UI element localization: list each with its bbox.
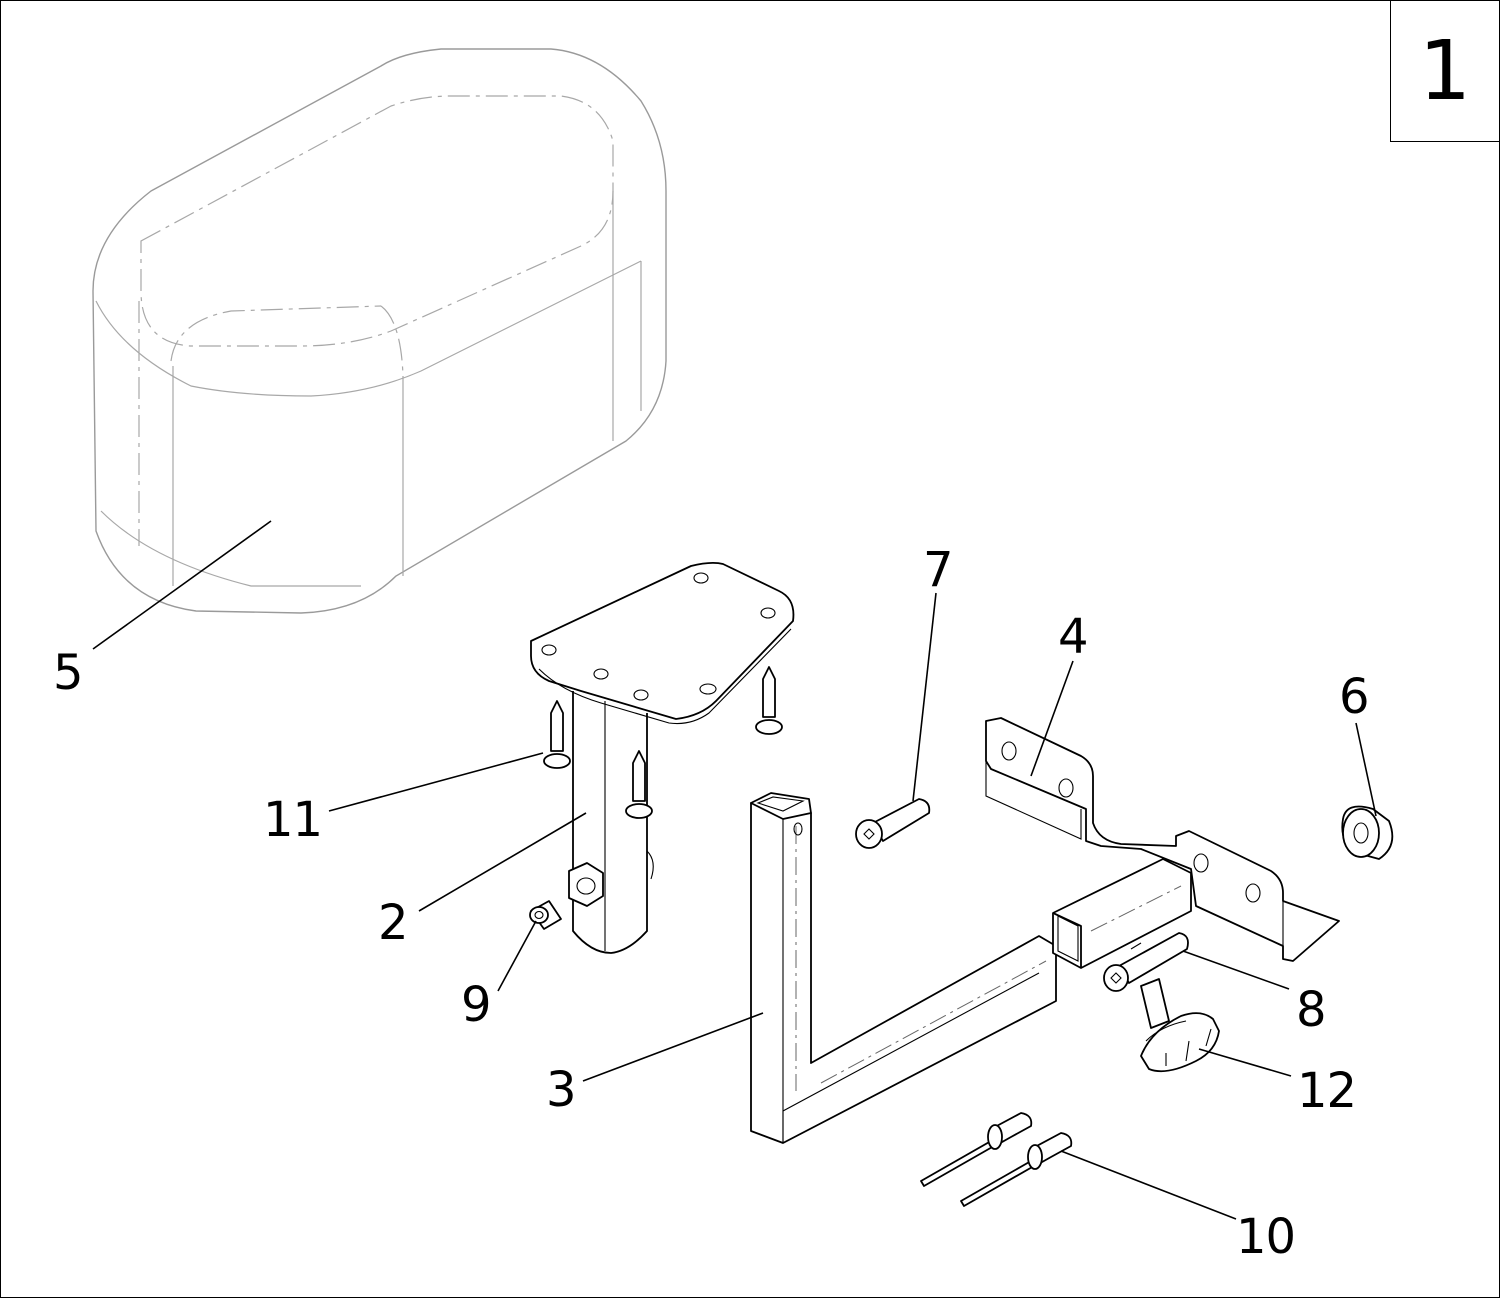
callout-12: 12 bbox=[1297, 1063, 1356, 1119]
sheet-number: 1 bbox=[1418, 23, 1472, 119]
part-9-spacer bbox=[529, 900, 562, 930]
part-11-rivets bbox=[543, 666, 783, 819]
callout-7: 7 bbox=[923, 542, 953, 598]
part-4-receiver-bracket bbox=[985, 717, 1340, 969]
callout-9: 9 bbox=[461, 977, 491, 1033]
part-2-mounting-bracket bbox=[530, 561, 795, 954]
part-5-headrest-cushion bbox=[92, 48, 667, 614]
callout-4: 4 bbox=[1058, 609, 1088, 665]
part-6-washer bbox=[1341, 805, 1394, 860]
callout-3: 3 bbox=[546, 1062, 576, 1118]
sheet-number-box: 1 bbox=[1390, 1, 1499, 142]
callout-8: 8 bbox=[1296, 982, 1326, 1038]
part-7-bolt bbox=[855, 798, 931, 849]
callout-6: 6 bbox=[1339, 669, 1369, 725]
part-10-blind-rivets bbox=[920, 1112, 1073, 1207]
callout-2: 2 bbox=[378, 895, 408, 951]
callout-10: 10 bbox=[1236, 1209, 1295, 1265]
part-3-l-tube bbox=[750, 792, 1057, 1144]
leader-lines bbox=[92, 520, 1377, 1220]
callout-labels: 5 2 3 4 6 7 8 9 10 11 12 bbox=[53, 542, 1370, 1265]
part-8-bolt bbox=[1103, 932, 1189, 992]
callout-5: 5 bbox=[53, 645, 83, 701]
callout-11: 11 bbox=[263, 792, 322, 848]
part-12-star-knob bbox=[1140, 978, 1220, 1073]
